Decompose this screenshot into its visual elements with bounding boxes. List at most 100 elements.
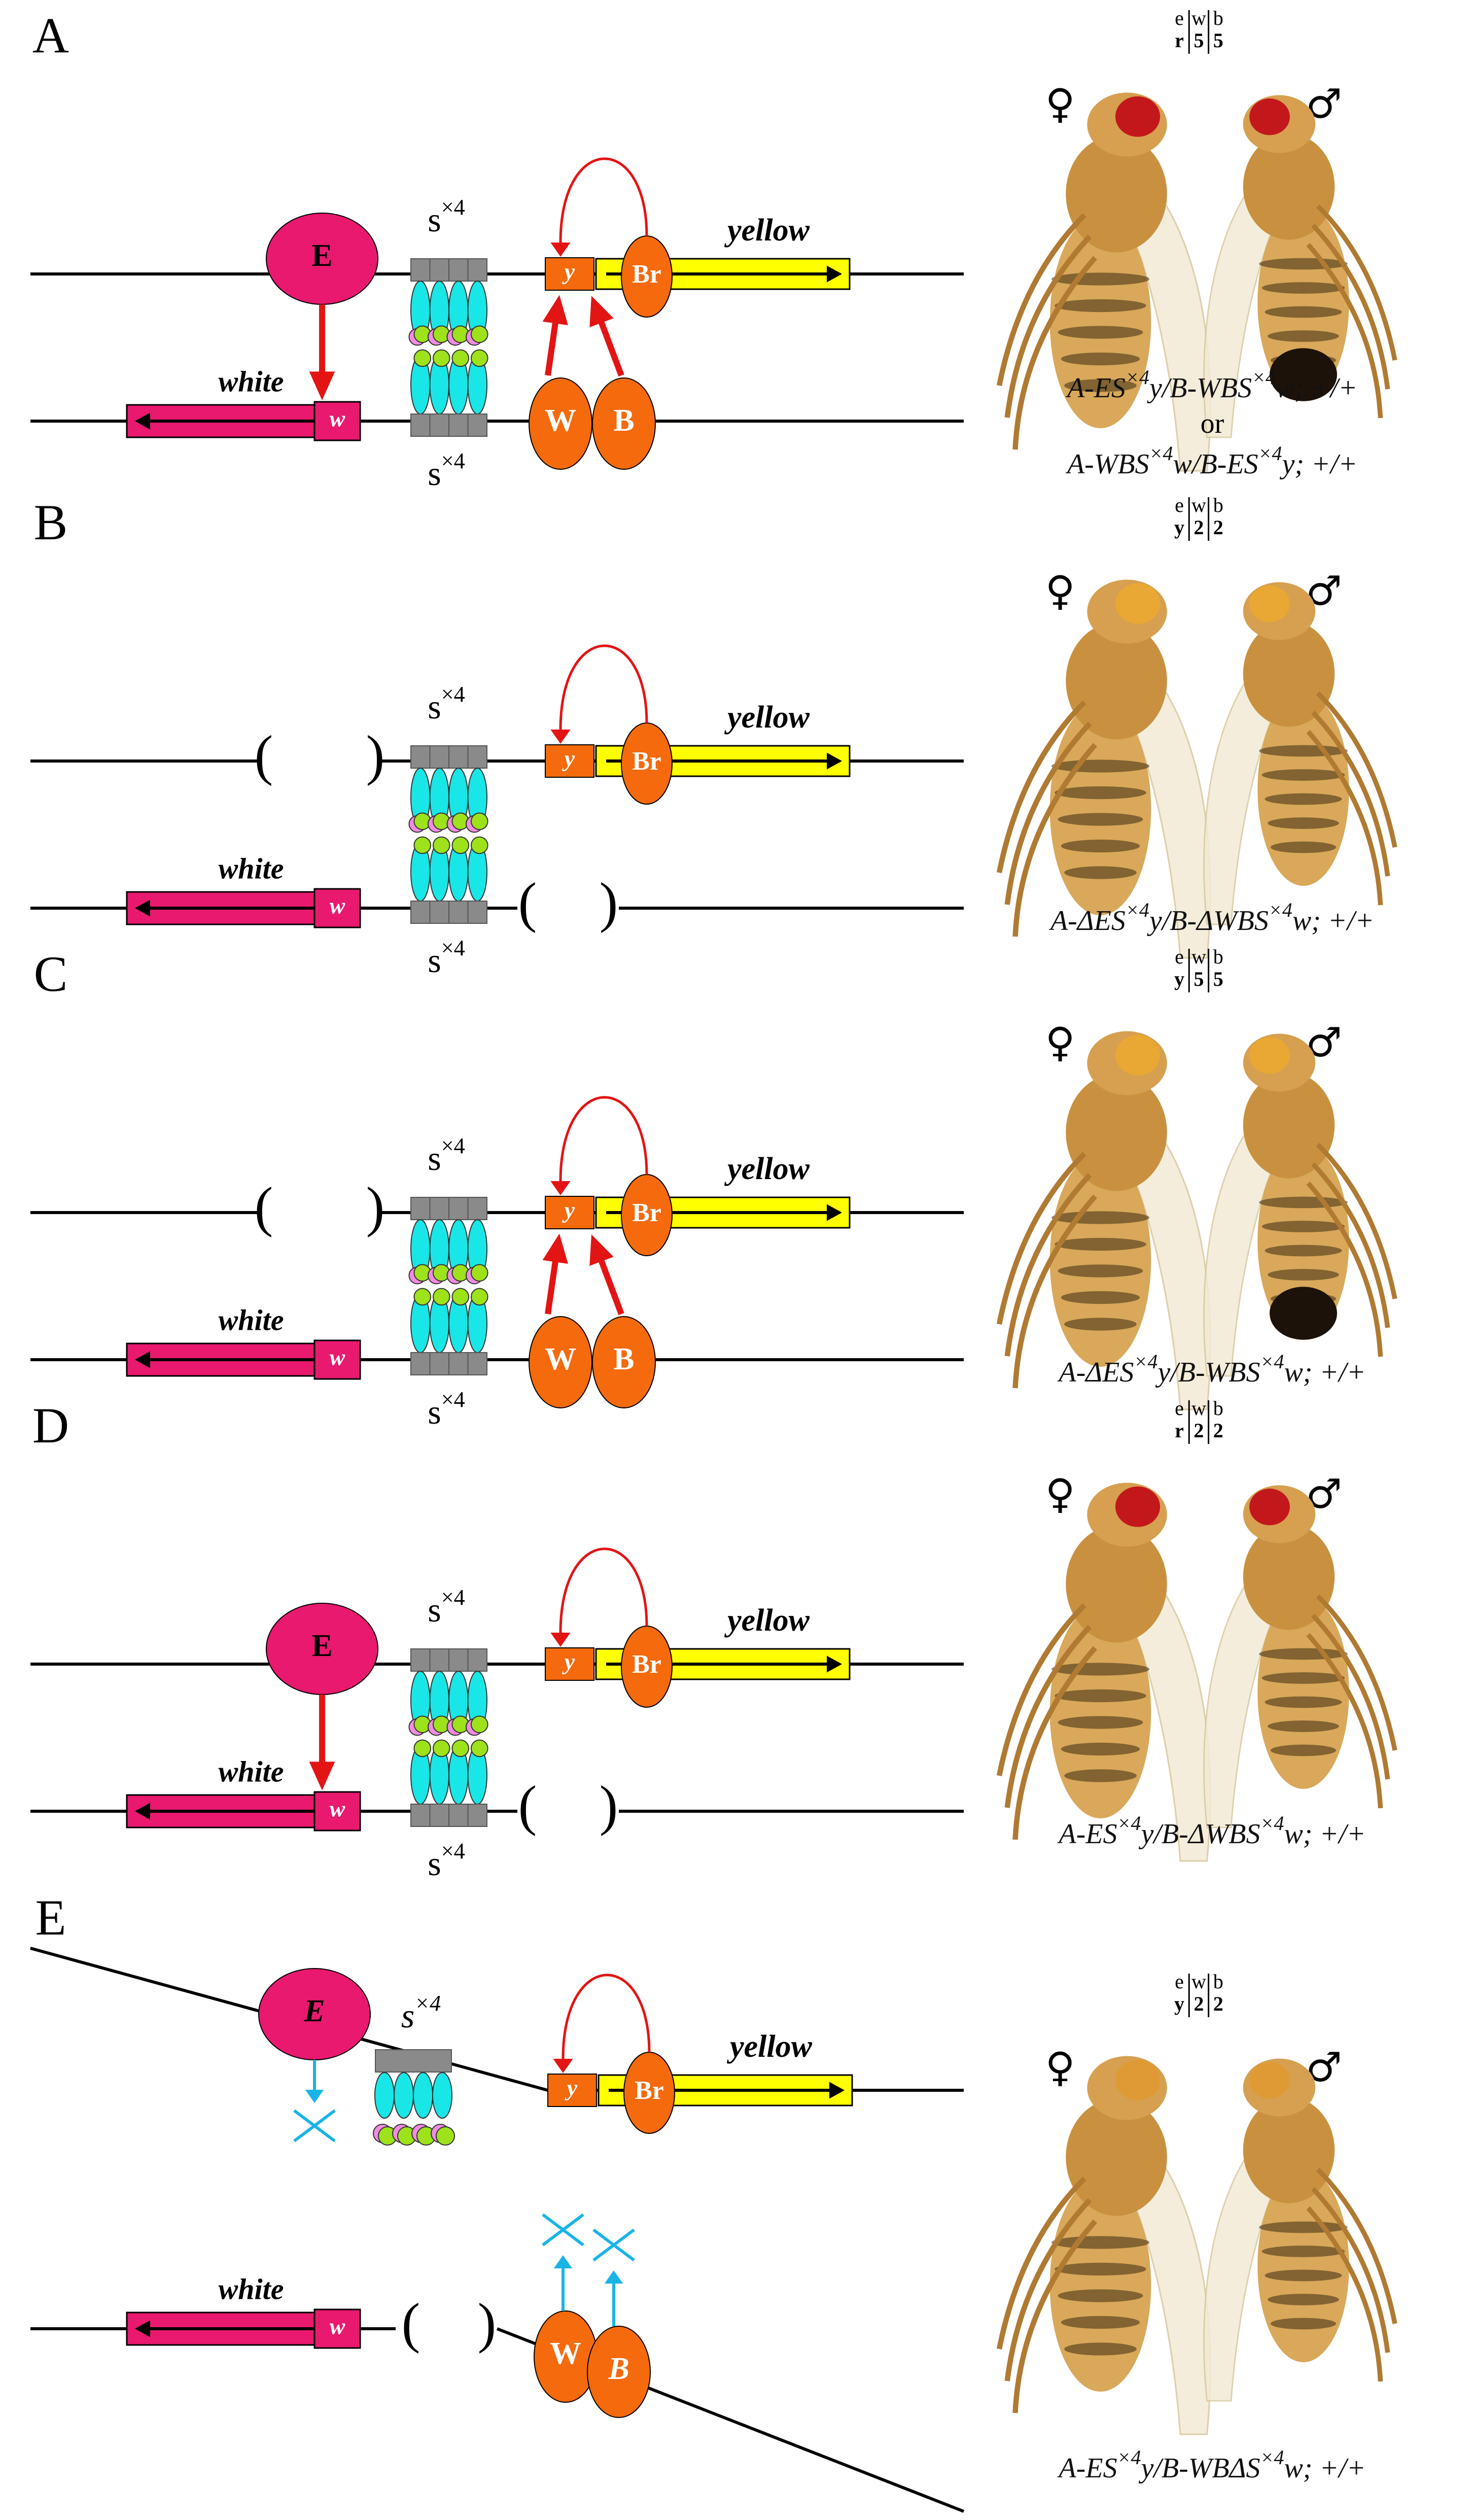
- fly-eye: [1249, 98, 1290, 135]
- insulator-protein-oval: [374, 2072, 395, 2119]
- br-loop-arrow: [562, 1974, 651, 2059]
- fly-thorax: [1066, 1074, 1167, 1191]
- fly-stripe: [1051, 1211, 1150, 1224]
- insulator-green-circle: [470, 1288, 488, 1306]
- score-value: 2: [1194, 1419, 1204, 1442]
- fly-abdomen: [1257, 206, 1349, 399]
- fly-eye: [1249, 1489, 1290, 1526]
- fly-eye: [1115, 1034, 1161, 1076]
- fly-leg: [1012, 2219, 1097, 2413]
- white-label: white: [219, 1303, 284, 1336]
- yellow-label: yellow: [724, 213, 810, 248]
- fly-stripe: [1270, 841, 1337, 853]
- arrowhead-icon: [550, 1181, 571, 1195]
- female-symbol: ♀: [1045, 1019, 1075, 1066]
- arrowhead-icon: [135, 2320, 150, 2337]
- score-value: 2: [1194, 516, 1204, 539]
- fly-leg: [1004, 721, 1092, 905]
- fly-leg: [1316, 1143, 1397, 1299]
- fly-thorax: [1243, 133, 1335, 240]
- fly-leg: [1311, 710, 1390, 877]
- br-label: Br: [632, 260, 661, 289]
- insulator-label: s×4: [428, 682, 465, 726]
- w-enhancer-box: [313, 1339, 361, 1380]
- fly-leg: [1012, 256, 1097, 450]
- insulator-label: s×4: [428, 1585, 465, 1629]
- yellow-label: yellow: [726, 2029, 812, 2064]
- w-label: w: [330, 2314, 345, 2339]
- score-value: y: [1174, 516, 1184, 539]
- fly-abdomen: [1049, 702, 1151, 915]
- fly-leg: [996, 213, 1086, 387]
- female-symbol: ♀: [1045, 567, 1075, 614]
- yellow-label: yellow: [724, 1603, 810, 1638]
- fly-stripe: [1051, 272, 1150, 286]
- deletion-bracket: ): [366, 1176, 385, 1237]
- insulator-green-circle: [432, 1739, 450, 1757]
- b-protein: [592, 377, 656, 470]
- fly-stripe: [1055, 786, 1146, 800]
- fly-image: [996, 579, 1211, 959]
- w-protein-label: W: [545, 1342, 576, 1376]
- score-value: 2: [1213, 1419, 1223, 1442]
- insulator-green-circle: [413, 836, 432, 854]
- block-cross-icon: [542, 2213, 584, 2247]
- panel-letter: B: [34, 494, 68, 550]
- activation-arrowhead-icon: [309, 1762, 335, 1790]
- fly-stripe: [1265, 1245, 1342, 1257]
- female-symbol: ♀: [1045, 2044, 1075, 2091]
- fly-leg: [1306, 1181, 1383, 1357]
- genotype-label: A-ES×4y/B-WBS×4w; +/+: [1065, 366, 1357, 404]
- fly-leg: [1004, 2198, 1092, 2381]
- insulator-protein-oval: [394, 2072, 414, 2119]
- fly-stripe: [1058, 1716, 1143, 1729]
- score-value: 5: [1213, 968, 1223, 990]
- arrowhead-icon: [550, 1633, 571, 1647]
- w-protein-label: W: [545, 403, 576, 438]
- w-label: w: [330, 406, 345, 432]
- fly-thorax: [1066, 622, 1167, 740]
- fly-image: [1203, 1485, 1397, 1828]
- insulator-green-circle: [470, 349, 488, 367]
- insulator-label: s×4: [428, 1839, 465, 1883]
- fly-leg: [996, 1152, 1086, 1325]
- fly-leg: [1311, 1613, 1390, 1780]
- score-header: e: [1175, 1970, 1184, 1993]
- fly-image: [1203, 2058, 1397, 2402]
- score-header: b: [1213, 7, 1223, 29]
- arrowhead-icon: [305, 2090, 324, 2103]
- fly-dark-tip: [1270, 348, 1337, 401]
- fly-stripe: [1064, 2342, 1137, 2356]
- fly-thorax: [1243, 1524, 1335, 1630]
- insulator-green-circle: [436, 2126, 455, 2146]
- fly-leg: [1316, 1594, 1397, 1751]
- fly-leg: [1306, 730, 1383, 906]
- arrowhead-icon: [553, 2059, 573, 2073]
- score-header: b: [1213, 1397, 1223, 1420]
- fly-stripe: [1259, 1648, 1348, 1660]
- fly-stripe: [1265, 2269, 1342, 2282]
- arrowhead-icon: [829, 2082, 845, 2099]
- br-label: Br: [635, 2076, 664, 2105]
- insulator-label: s×4: [428, 1387, 465, 1431]
- fly-stripe: [1268, 1269, 1339, 1281]
- br-loop-arrow: [559, 157, 648, 243]
- deletion-bracket: ): [478, 2292, 497, 2354]
- fly-image: [996, 2056, 1211, 2435]
- deletion-bracket: (: [402, 2292, 420, 2354]
- fly-leg: [1012, 1646, 1097, 1840]
- white-label: white: [219, 365, 284, 398]
- e-label: E: [311, 238, 332, 273]
- insulator-green-circle: [470, 1739, 488, 1757]
- score-header: w: [1191, 494, 1206, 516]
- deletion-bracket: (: [255, 724, 273, 786]
- w-protein-label: W: [550, 2336, 581, 2371]
- panel-letter: C: [34, 946, 68, 1002]
- br-label: Br: [632, 1650, 661, 1679]
- fly-stripe: [1064, 866, 1137, 879]
- score-value: 5: [1213, 29, 1223, 52]
- genotype-label: A-ΔES×4y/B-ΔWBS×4w; +/+: [1048, 899, 1374, 937]
